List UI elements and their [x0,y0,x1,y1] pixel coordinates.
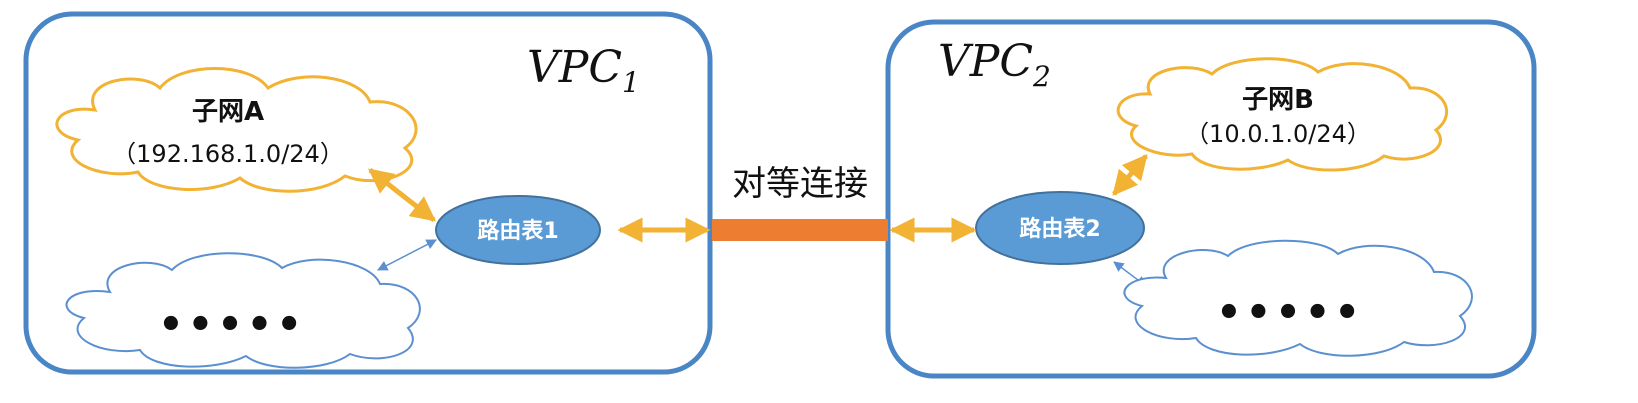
subnet-a-cidr: （192.168.1.0/24） [112,140,344,168]
vpc2-label: VPC2 [938,36,1051,93]
cloud-left-bottom [65,252,421,369]
vpc1-label: VPC1 [527,42,640,99]
peering-connection-bar [712,219,888,241]
vpc2-box [885,19,1537,379]
subnet-b-name: 子网B [1242,85,1314,115]
subnet-a-cloud [55,67,418,193]
vpc1-subscript: 1 [622,66,640,99]
cloud-right-bottom [1123,239,1473,357]
arrow-cloud-rt1 [377,239,437,271]
peering-connection-label: 对等连接 [732,164,868,204]
arrow-rt2-subnet-b [1112,154,1148,196]
vpc1-box [23,11,713,375]
arrow-subnet-a-rt1 [368,168,436,222]
route-table-1-label: 路由表1 [477,218,558,244]
cloud-right-bottom-dots: ••••• [1216,290,1364,336]
subnet-b-cloud [1116,57,1449,172]
route-table-1 [435,195,601,265]
subnet-a-name: 子网A [192,97,264,127]
route-table-2-label: 路由表2 [1019,216,1100,242]
subnet-b-cidr: （10.0.1.0/24） [1185,120,1371,148]
cloud-left-bottom-dots: ••••• [158,302,306,348]
vpc2-subscript: 2 [1032,60,1051,93]
